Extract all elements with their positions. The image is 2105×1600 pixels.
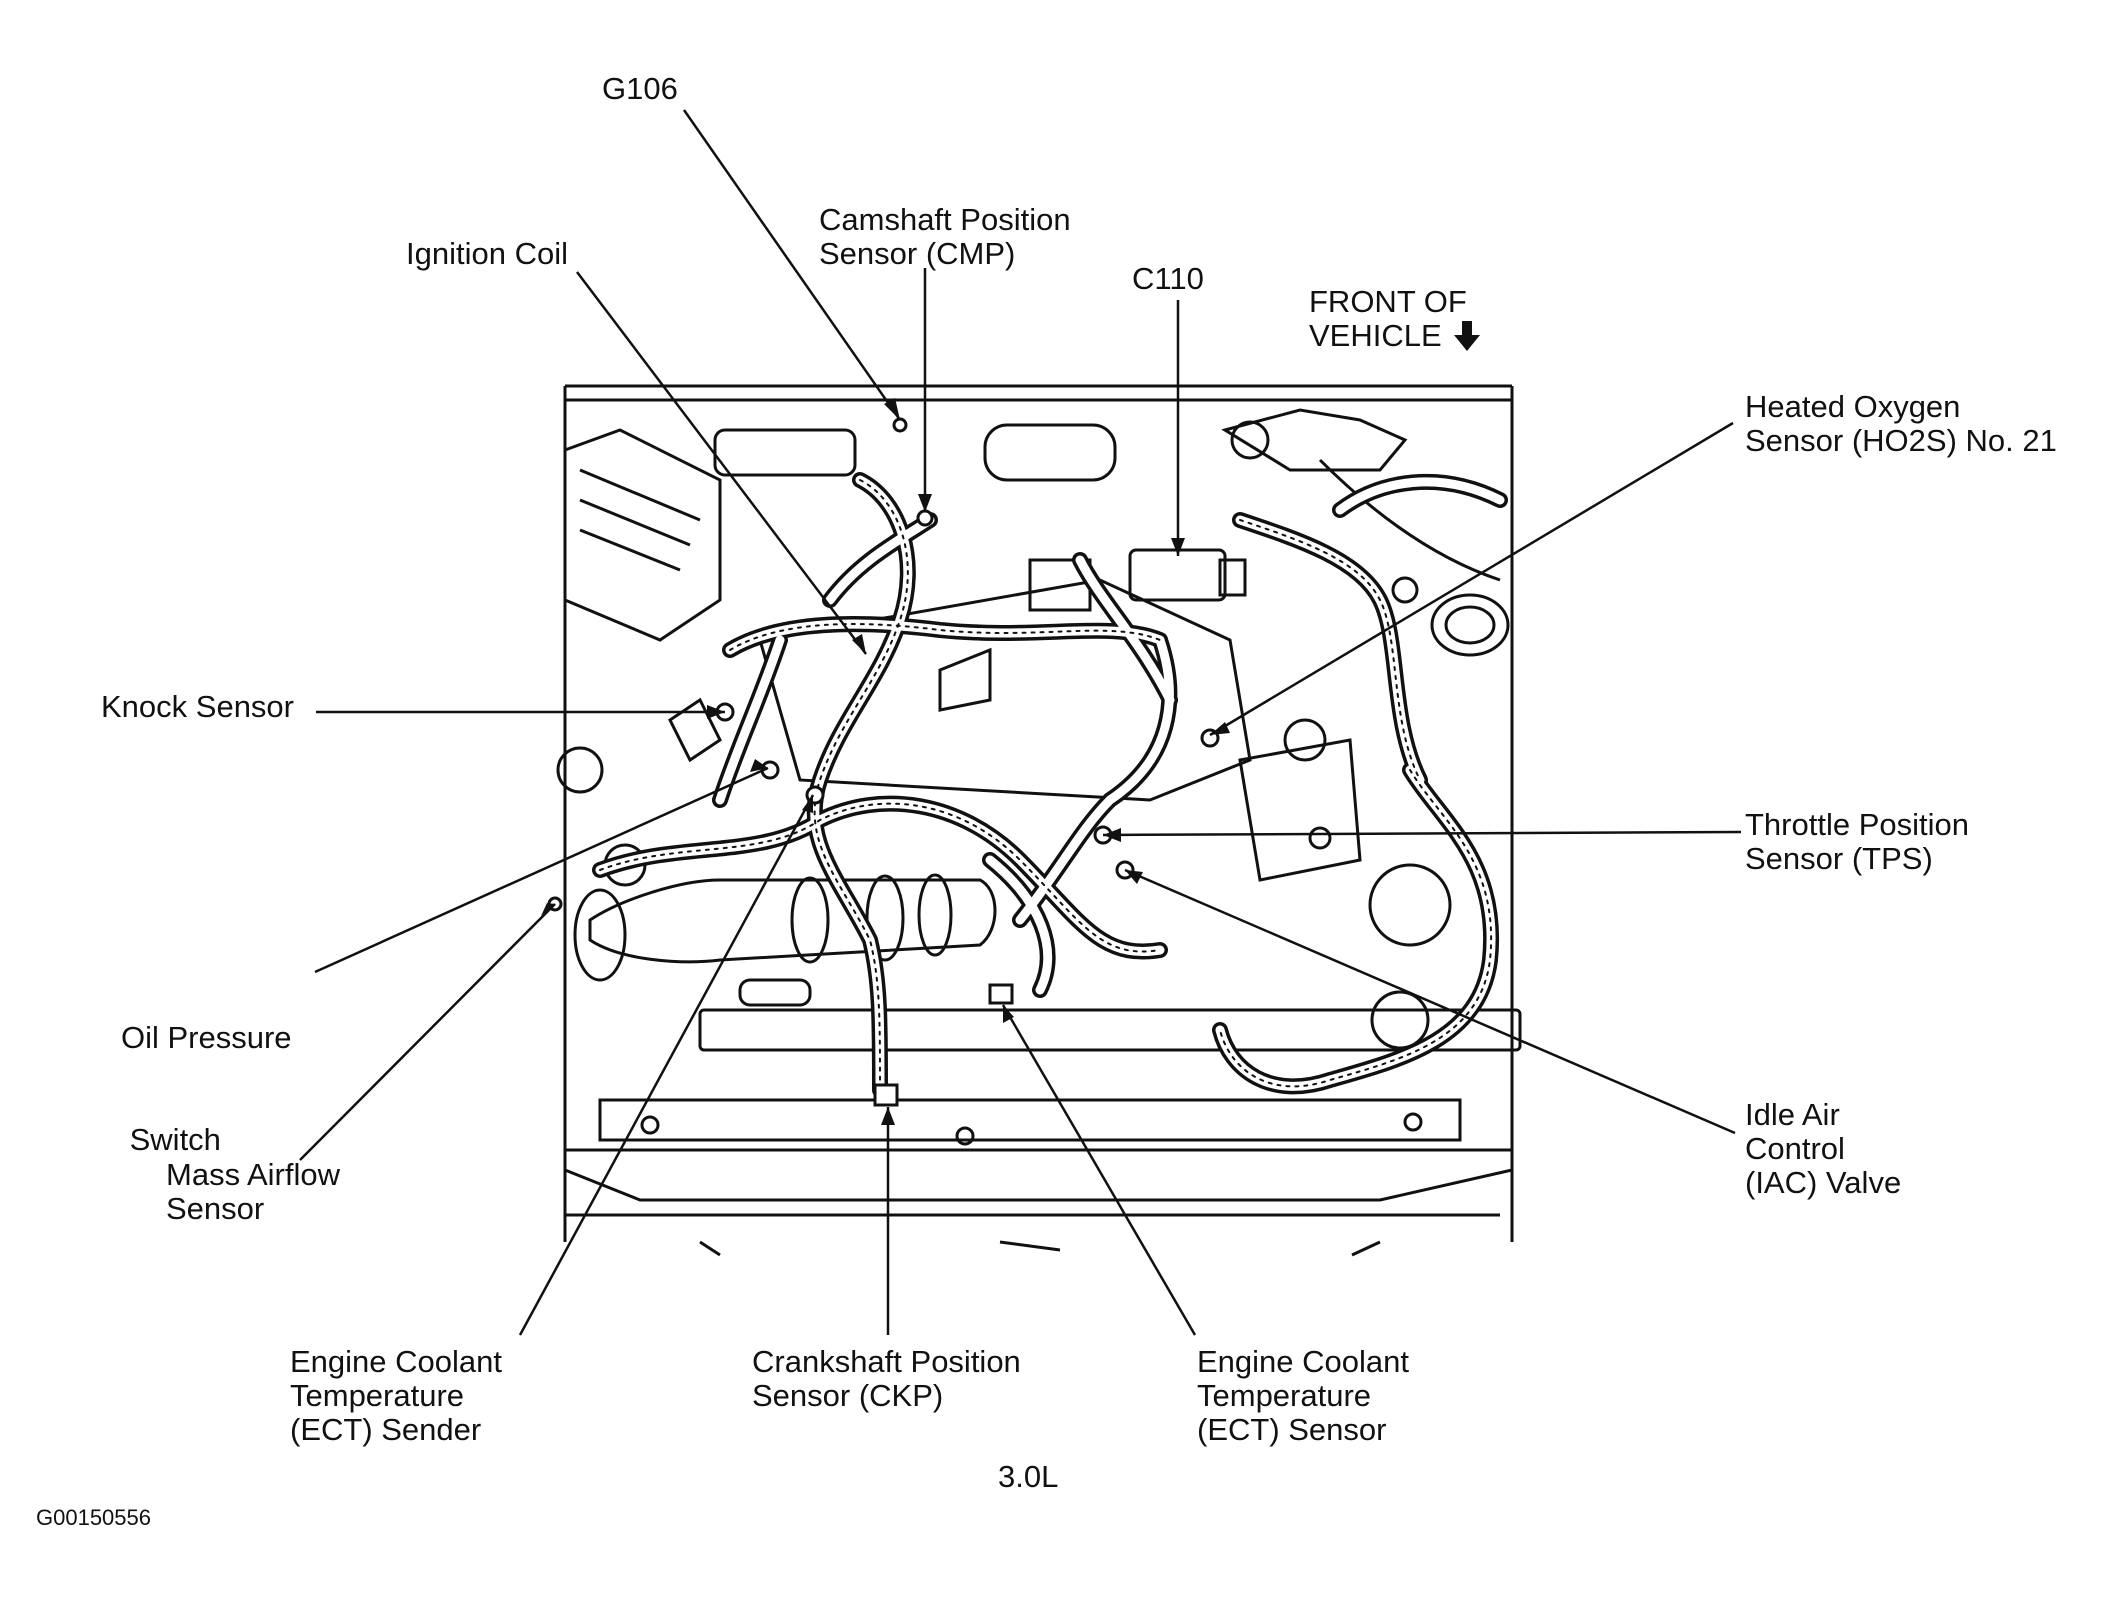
leader-g106 xyxy=(682,109,902,421)
label-ho2s-line1: Heated Oxygen xyxy=(1745,389,1961,424)
wiring-harnesses xyxy=(592,472,1508,1098)
leader-ho2s xyxy=(1209,421,1734,737)
label-ignition-coil: Ignition Coil xyxy=(406,237,568,271)
label-camshaft-position-sensor: Camshaft Position Sensor (CMP) xyxy=(819,203,1071,271)
leader-ect-sensor xyxy=(1001,1004,1197,1336)
label-ignition-coil-line1: Ignition Coil xyxy=(406,236,568,271)
label-front-of-vehicle: FRONT OF VEHICLE xyxy=(1309,284,1481,353)
label-tps-line2: Sensor (TPS) xyxy=(1745,841,1933,876)
leader-arrowheads xyxy=(541,398,1230,1125)
label-heated-oxygen-sensor: Heated Oxygen Sensor (HO2S) No. 21 xyxy=(1745,390,2057,458)
label-ho2s-line2: Sensor (HO2S) No. 21 xyxy=(1745,423,2057,458)
label-ect-sensor-line2: Temperature xyxy=(1197,1378,1372,1413)
label-iac-line1: Idle Air xyxy=(1745,1097,1840,1132)
label-front-line2: VEHICLE xyxy=(1309,318,1481,353)
label-tps-line1: Throttle Position xyxy=(1745,807,1969,842)
label-c110: C110 xyxy=(1132,262,1204,296)
label-maf-line2: Sensor xyxy=(166,1191,265,1226)
figure-id: G00150556 xyxy=(36,1505,151,1531)
label-idle-air-control-valve: Idle Air Control (IAC) Valve xyxy=(1745,1098,1901,1200)
label-g106: G106 xyxy=(602,72,678,106)
down-arrow-icon xyxy=(1454,321,1481,351)
leader-maf xyxy=(299,903,556,1161)
engine-components xyxy=(556,408,1522,1052)
label-g106-line1: G106 xyxy=(602,71,678,106)
label-ect-sender-line1: Engine Coolant xyxy=(290,1344,502,1379)
label-oil-pressure-switch: Oil Pressure Switch xyxy=(121,953,292,1225)
label-camshaft-line1: Camshaft Position xyxy=(819,202,1071,237)
label-camshaft-line2: Sensor (CMP) xyxy=(819,236,1016,271)
leader-ignition-coil xyxy=(576,271,867,655)
label-ect-sensor-line1: Engine Coolant xyxy=(1197,1344,1409,1379)
figure-id-text: G00150556 xyxy=(36,1505,151,1530)
label-ckp-line2: Sensor (CKP) xyxy=(752,1378,944,1413)
engine-size-text: 3.0L xyxy=(998,1459,1059,1494)
label-iac-line2: Control xyxy=(1745,1131,1845,1166)
leader-oil-pressure xyxy=(314,766,769,974)
engine-bay-frame xyxy=(563,384,1514,1257)
engine-size-label: 3.0L xyxy=(998,1460,1058,1494)
label-oil-pressure-line2: Switch xyxy=(121,1122,221,1157)
label-iac-line3: (IAC) Valve xyxy=(1745,1165,1902,1200)
label-knock-sensor-line1: Knock Sensor xyxy=(101,689,294,724)
label-oil-pressure-line1: Oil Pressure xyxy=(121,1020,292,1055)
label-mass-airflow-sensor: Mass Airflow Sensor xyxy=(166,1158,340,1226)
leader-iac xyxy=(1124,868,1736,1135)
label-knock-sensor: Knock Sensor xyxy=(101,690,294,724)
label-ckp-line1: Crankshaft Position xyxy=(752,1344,1021,1379)
label-ect-sender-line3: (ECT) Sender xyxy=(290,1412,482,1447)
label-front-line2-text: VEHICLE xyxy=(1309,318,1442,353)
label-maf-line1: Mass Airflow xyxy=(166,1157,340,1192)
label-ect-sender: Engine Coolant Temperature (ECT) Sender xyxy=(290,1345,502,1447)
leader-lines xyxy=(299,109,1742,1336)
label-c110-line1: C110 xyxy=(1132,261,1204,296)
label-ect-sensor: Engine Coolant Temperature (ECT) Sensor xyxy=(1197,1345,1409,1447)
label-throttle-position-sensor: Throttle Position Sensor (TPS) xyxy=(1745,808,1969,876)
label-ect-sender-line2: Temperature xyxy=(290,1378,465,1413)
leader-tps xyxy=(1102,830,1742,837)
leader-ect-sender xyxy=(518,794,815,1336)
label-front-line1: FRONT OF xyxy=(1309,284,1467,319)
label-crankshaft-position-sensor: Crankshaft Position Sensor (CKP) xyxy=(752,1345,1021,1413)
label-ect-sensor-line3: (ECT) Sensor xyxy=(1197,1412,1387,1447)
